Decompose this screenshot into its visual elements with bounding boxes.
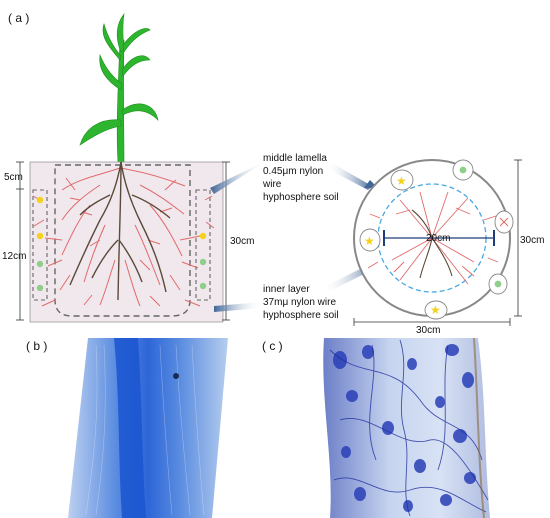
annot-middle-line2: 0.45μm nylon: [263, 166, 323, 177]
circle-width-dimension: [353, 318, 511, 326]
left-markers: [36, 196, 44, 292]
panel-label-b: ( b ): [26, 339, 47, 353]
yellow-marker: [199, 232, 207, 240]
left-sample-column: [32, 189, 48, 301]
annot-middle-line4: hyphosphere soil: [263, 192, 339, 203]
green-marker: [36, 260, 44, 268]
arrow-middle-left: [210, 160, 268, 194]
dim-30cm-label: 30cm: [230, 236, 254, 247]
arrow-inner-left: [214, 302, 262, 312]
panel-label-c: ( c ): [262, 339, 283, 353]
star-marker: ★: [430, 303, 441, 317]
arrow-middle-right: [326, 162, 378, 190]
annot-middle-line3: wire: [262, 179, 282, 190]
plant-shoot: [79, 12, 159, 163]
dim-12cm-label: 12cm: [2, 251, 26, 262]
green-marker: [199, 282, 207, 290]
pot-top-view: 20cm ★ ★ ★: [353, 159, 514, 320]
main-roots: [69, 161, 171, 301]
dim-30cm-bottom-label: 30cm: [416, 325, 440, 336]
yellow-marker: [36, 232, 44, 240]
cross-marker: [499, 217, 509, 227]
green-marker: [494, 280, 502, 288]
dim-5cm-label: 5cm: [4, 172, 23, 183]
circle-main-roots: [411, 209, 453, 279]
dim-20cm-label: 20cm: [426, 233, 450, 244]
micrograph-b: [68, 338, 228, 518]
left-dimension-lines: [16, 161, 24, 321]
annot-inner-line2: 37mμ nylon wire: [263, 297, 336, 308]
panel-label-a: ( a ): [8, 11, 29, 25]
annotation-middle-lamella: middle lamella 0.45μm nylon wire hyphosp…: [262, 153, 339, 203]
pot-height-dimension: [222, 161, 230, 321]
green-marker: [459, 166, 467, 174]
annot-inner-line3: hyphosphere soil: [263, 310, 339, 321]
inner-diameter-bar: [383, 230, 495, 246]
right-markers: [199, 232, 207, 290]
circle-height-dimension: [514, 159, 522, 317]
annot-inner-line1: inner layer: [263, 284, 310, 295]
ring-sample-cells: [359, 159, 514, 320]
micrograph-c: [323, 337, 490, 518]
yellow-marker: [36, 196, 44, 204]
dim-30cm-right-label: 30cm: [520, 235, 544, 246]
circle-fine-roots: [367, 191, 499, 285]
green-marker: [199, 258, 207, 266]
star-marker: ★: [364, 234, 375, 248]
annot-middle-line1: middle lamella: [263, 153, 327, 164]
green-marker: [36, 284, 44, 292]
middle-lamella-boundary: [54, 164, 191, 317]
right-sample-column: [195, 189, 211, 301]
star-marker: ★: [396, 174, 407, 188]
annotation-inner-layer: inner layer 37mμ nylon wire hyphosphere …: [263, 284, 339, 321]
